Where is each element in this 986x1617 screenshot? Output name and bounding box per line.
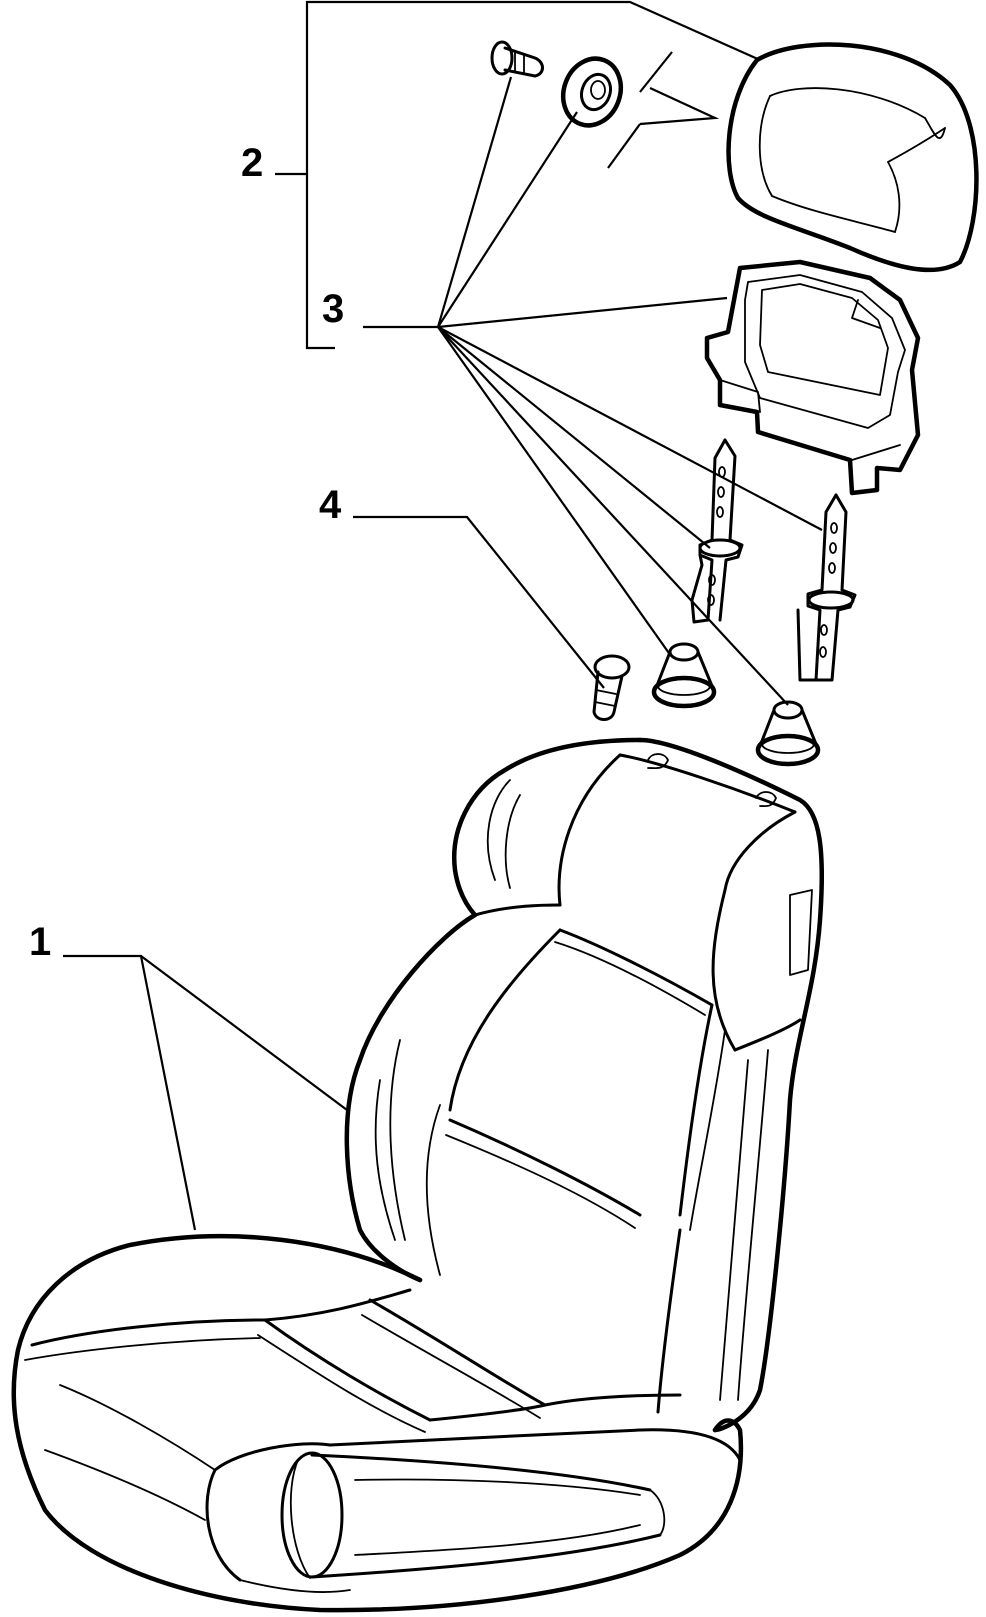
seat-backrest xyxy=(344,737,825,1433)
grommet-washer xyxy=(560,56,624,128)
leader-lines-1 xyxy=(63,954,348,1231)
leader-lines-4 xyxy=(353,515,605,689)
guide-rod-left xyxy=(690,438,744,624)
guide-sleeve-right xyxy=(755,700,821,767)
leader-lines-2 xyxy=(275,0,761,350)
guide-rod-right xyxy=(796,493,857,682)
callout-label-4: 4 xyxy=(319,483,342,527)
seat-cushion xyxy=(11,1233,744,1613)
headrest-insert-frame xyxy=(704,259,921,496)
callout-label-2: 2 xyxy=(241,141,263,185)
push-pin-fastener xyxy=(490,40,544,78)
leader-lines-3 xyxy=(363,76,823,706)
screw-fastener xyxy=(592,654,631,721)
guide-sleeve-left xyxy=(651,642,717,709)
direction-arrow xyxy=(607,51,720,169)
callout-label-3: 3 xyxy=(322,287,344,331)
callout-label-1: 1 xyxy=(29,920,51,964)
headrest-pad xyxy=(726,42,979,273)
